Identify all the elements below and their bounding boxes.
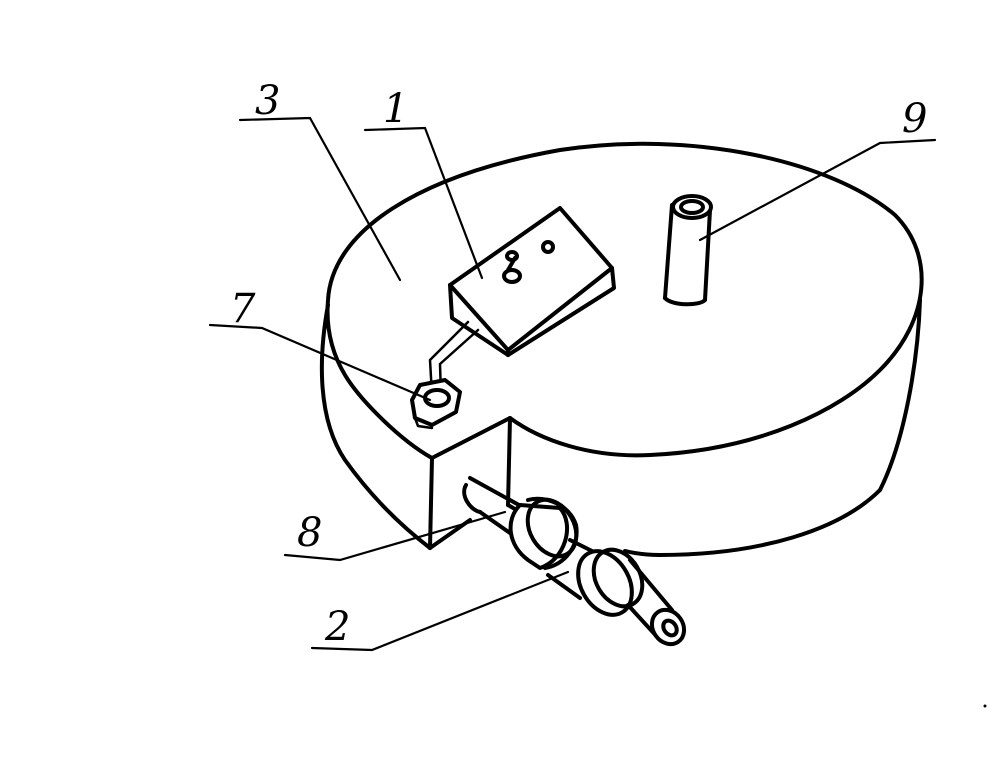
leader-3 bbox=[238, 116, 402, 282]
reference-labels: 3 1 9 7 8 2 bbox=[230, 78, 927, 650]
label-1: 1 bbox=[383, 86, 408, 132]
leader-2 bbox=[310, 570, 570, 652]
scan-dot bbox=[983, 704, 987, 708]
leader-lines bbox=[208, 116, 937, 652]
label-7: 7 bbox=[230, 286, 256, 332]
label-3: 3 bbox=[255, 78, 280, 124]
leader-8 bbox=[283, 510, 507, 562]
leader-1 bbox=[363, 126, 484, 280]
shaft bbox=[462, 476, 687, 647]
label-8: 8 bbox=[297, 510, 322, 556]
leader-9 bbox=[698, 138, 937, 242]
leader-7 bbox=[208, 323, 432, 402]
switch-box bbox=[448, 206, 616, 357]
label-2: 2 bbox=[324, 604, 350, 650]
vertical-tube bbox=[663, 194, 713, 307]
hex-nut bbox=[410, 378, 462, 430]
label-9: 9 bbox=[902, 96, 927, 142]
housing-body bbox=[319, 141, 924, 557]
